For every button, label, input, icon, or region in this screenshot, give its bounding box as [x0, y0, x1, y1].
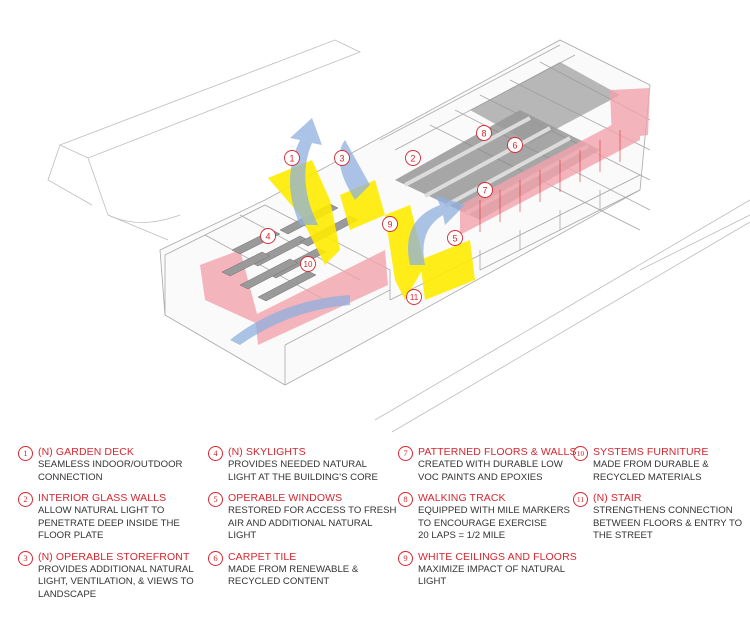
legend-title: SYSTEMS FURNITURE: [593, 446, 709, 458]
legend-number: 8: [398, 492, 413, 507]
callout-11: 11: [406, 289, 422, 305]
legend-item-2: 2 INTERIOR GLASS WALLS ALLOW NATURAL LIG…: [18, 492, 208, 543]
legend-number: 1: [18, 446, 33, 461]
svg-text:2: 2: [410, 154, 415, 164]
axonometric-building-diagram: 1 2 3 4 5 6 7 8: [47, 39, 750, 433]
callout-5: 5: [447, 230, 463, 246]
legend-title: OPERABLE WINDOWS: [228, 492, 343, 504]
legend-item-7: 7 PATTERNED FLOORS & WALLS CREATED WITH …: [398, 446, 577, 484]
legend-desc: MADE FROM RENEWABLE & RECYCLED CONTENT: [228, 563, 359, 588]
callout-1: 1: [284, 150, 300, 166]
svg-text:8: 8: [481, 129, 486, 139]
legend-item-3: 3 (N) OPERABLE STOREFRONT PROVIDES ADDIT…: [18, 550, 208, 602]
legend-number: 6: [208, 550, 223, 566]
legend-column-3: 7 PATTERNED FLOORS & WALLS CREATED WITH …: [398, 446, 577, 597]
legend-title: WHITE CEILINGS AND FLOORS: [418, 550, 577, 563]
legend-title: (N) SKYLIGHTS: [228, 446, 306, 458]
callout-7: 7: [477, 182, 493, 198]
legend-desc: PROVIDES ADDITIONAL NATURAL LIGHT, VENTI…: [38, 563, 194, 600]
legend-title: PATTERNED FLOORS & WALLS: [418, 446, 577, 458]
legend-desc: CREATED WITH DURABLE LOW VOC PAINTS AND …: [418, 459, 563, 483]
legend-column-1: 1 (N) GARDEN DECK SEAMLESS INDOOR/OUTDOO…: [18, 446, 208, 609]
callout-markers: 1 2 3 4 5 6 7 8: [260, 125, 523, 305]
legend-desc: PROVIDES NEEDED NATURAL LIGHT AT THE BUI…: [228, 459, 378, 483]
svg-text:10: 10: [304, 260, 313, 269]
svg-text:3: 3: [339, 154, 344, 164]
legend-item-1: 1 (N) GARDEN DECK SEAMLESS INDOOR/OUTDOO…: [18, 446, 208, 484]
legend-number: 11: [573, 492, 588, 507]
legend-number: 9: [398, 550, 413, 566]
legend-desc: RESTORED FOR ACCESS TO FRESH AIR AND ADD…: [228, 505, 397, 541]
callout-3: 3: [334, 150, 350, 166]
legend-item-5: 5 OPERABLE WINDOWS RESTORED FOR ACCESS T…: [208, 492, 398, 543]
legend-number: 10: [573, 446, 588, 461]
legend-title: CARPET TILE: [228, 550, 297, 563]
legend-item-6: 6 CARPET TILE MADE FROM RENEWABLE & RECY…: [208, 550, 398, 589]
legend-desc: SEAMLESS INDOOR/OUTDOOR CONNECTION: [38, 459, 183, 483]
legend-item-11: 11 (N) STAIR STRENGTHENS CONNECTION BETW…: [573, 492, 743, 543]
legend-desc: MAXIMIZE IMPACT OF NATURAL LIGHT: [418, 563, 566, 588]
legend-desc: MADE FROM DURABLE & RECYCLED MATERIALS: [593, 459, 709, 483]
legend-title: (N) OPERABLE STOREFRONT: [38, 550, 190, 563]
legend-column-2: 4 (N) SKYLIGHTS PROVIDES NEEDED NATURAL …: [208, 446, 398, 597]
callout-4: 4: [260, 228, 276, 244]
legend-title: INTERIOR GLASS WALLS: [38, 492, 167, 504]
legend-title: WALKING TRACK: [418, 492, 506, 504]
legend-desc: ALLOW NATURAL LIGHT TO PENETRATE DEEP IN…: [38, 505, 180, 541]
legend-title: (N) STAIR: [593, 492, 642, 504]
legend-item-9: 9 WHITE CEILINGS AND FLOORS MAXIMIZE IMP…: [398, 550, 577, 589]
svg-text:1: 1: [289, 154, 294, 164]
legend-item-4: 4 (N) SKYLIGHTS PROVIDES NEEDED NATURAL …: [208, 446, 398, 484]
svg-text:9: 9: [387, 220, 392, 230]
callout-10: 10: [300, 256, 316, 272]
legend-number: 3: [18, 550, 33, 566]
legend: 1 (N) GARDEN DECK SEAMLESS INDOOR/OUTDOO…: [18, 446, 746, 614]
svg-text:7: 7: [482, 186, 487, 196]
site-context: [47, 39, 750, 433]
callout-9: 9: [382, 216, 398, 232]
callout-2: 2: [405, 150, 421, 166]
svg-text:11: 11: [410, 293, 419, 302]
svg-text:4: 4: [265, 232, 270, 242]
legend-number: 2: [18, 492, 33, 507]
callout-8: 8: [476, 125, 492, 141]
legend-number: 7: [398, 446, 413, 461]
svg-text:6: 6: [512, 141, 517, 151]
glass-wall-mullions: [479, 130, 621, 232]
legend-desc: STRENGTHENS CONNECTION BETWEEN FLOORS & …: [593, 505, 743, 541]
legend-number: 5: [208, 492, 223, 507]
svg-text:5: 5: [452, 234, 457, 244]
legend-item-10: 10 SYSTEMS FURNITURE MADE FROM DURABLE &…: [573, 446, 743, 484]
callout-6: 6: [507, 137, 523, 153]
legend-item-8: 8 WALKING TRACK EQUIPPED WITH MILE MARKE…: [398, 492, 573, 543]
patterned-floor-zone: [395, 62, 620, 220]
legend-desc: EQUIPPED WITH MILE MARKERS TO ENCOURAGE …: [418, 505, 570, 541]
legend-title: (N) GARDEN DECK: [38, 446, 135, 458]
legend-number: 4: [208, 446, 223, 461]
legend-column-4: 10 SYSTEMS FURNITURE MADE FROM DURABLE &…: [573, 446, 743, 551]
